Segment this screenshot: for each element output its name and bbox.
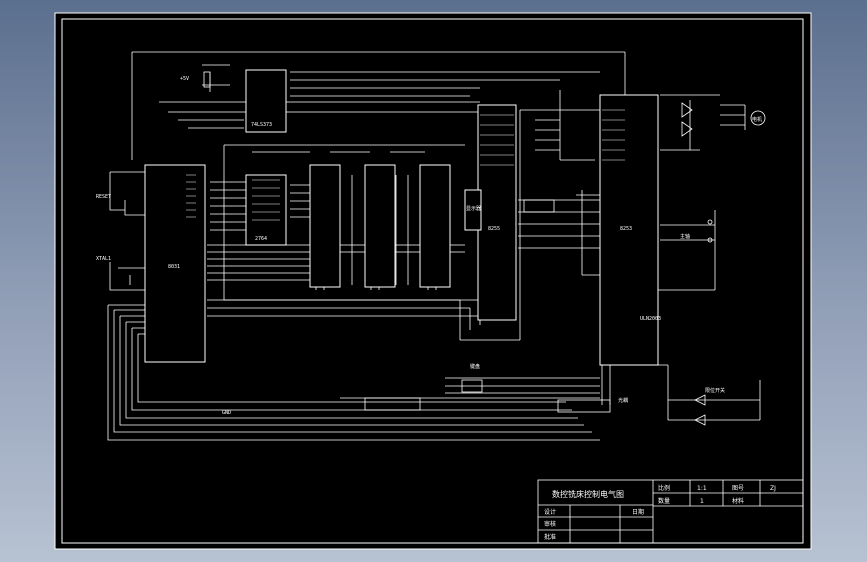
spindle-label: 主轴 xyxy=(680,233,690,240)
driver-label: ULN2003 xyxy=(640,316,661,322)
timer-label: 8253 xyxy=(620,226,632,232)
resistor-top xyxy=(203,71,211,88)
eprom-chip xyxy=(245,174,287,246)
decoder-chip-2 xyxy=(364,164,396,288)
connector-block xyxy=(557,399,611,413)
opto-label: 光耦 xyxy=(618,397,628,404)
inner-frame xyxy=(61,18,804,544)
latch-chip xyxy=(245,69,287,133)
display-module xyxy=(464,189,482,231)
display-label: 显示器 xyxy=(466,206,481,212)
scale-label: 比例 xyxy=(658,484,670,492)
checker-label: 审核 xyxy=(544,520,556,528)
motor-label: 电机 xyxy=(752,116,762,123)
motor-symbol xyxy=(750,110,766,126)
latch-label: 74LS373 xyxy=(251,122,272,128)
quantity-label: 数量 xyxy=(658,497,670,505)
approver-label: 批准 xyxy=(544,533,556,541)
decoder-chip-3 xyxy=(419,164,451,288)
resistor-array xyxy=(523,199,555,213)
date-label: 日期 xyxy=(632,508,644,516)
eprom-label: 2764 xyxy=(255,236,267,242)
crystal-label: XTAL1 xyxy=(96,256,111,262)
title-block xyxy=(537,479,804,544)
power-label: +5V xyxy=(180,76,189,82)
limit-label: 限位开关 xyxy=(705,387,725,394)
drawing-title: 数控铣床控制电气图 xyxy=(552,489,624,499)
drawing-no-value: ZJ xyxy=(770,485,776,492)
quantity-value: 1 xyxy=(700,498,704,505)
decoder-chip-1 xyxy=(309,164,341,288)
material-label: 材料 xyxy=(732,497,744,505)
cpu-chip xyxy=(144,164,206,363)
keyboard-label: 键盘 xyxy=(470,363,480,370)
reset-label: RESET xyxy=(96,194,111,200)
drawing-no-label: 图号 xyxy=(732,485,744,492)
scale-value: 1:1 xyxy=(697,485,707,492)
cpu-label: 8031 xyxy=(168,264,180,270)
ppi-label: 8255 xyxy=(488,226,500,232)
ground-label: GND xyxy=(222,410,231,416)
ppi-chip xyxy=(477,104,517,321)
designer-label: 设计 xyxy=(544,508,556,516)
